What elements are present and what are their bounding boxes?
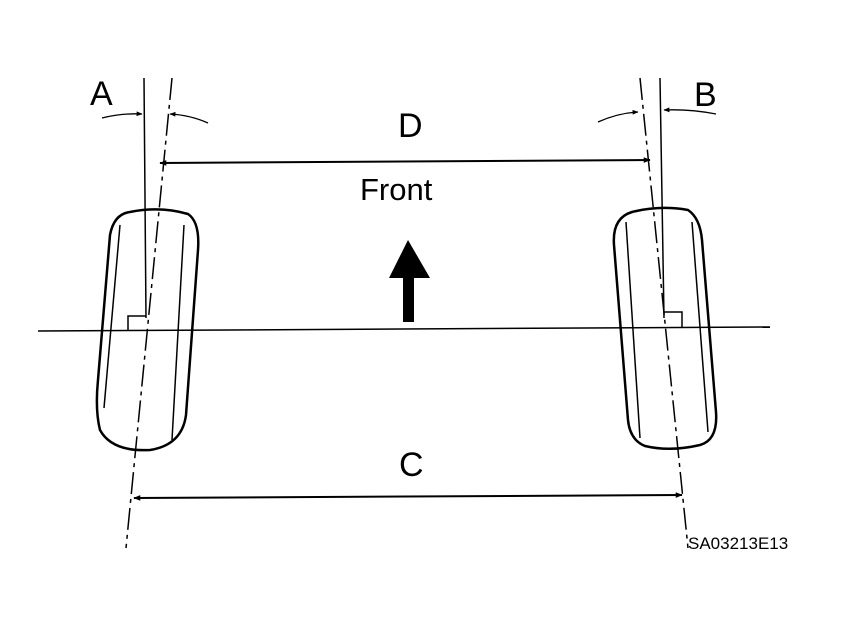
dimension-c-line: [133, 492, 683, 501]
label-b: B: [694, 76, 717, 114]
right-wheel-plane-line: [639, 77, 689, 549]
right-tire-tread-line-2: [691, 221, 709, 433]
left-wheel-plane-line: [125, 77, 173, 549]
left-tire-outline: [95, 208, 200, 452]
figure-code: SA03213E13: [688, 534, 788, 553]
right-right-angle-marker: [664, 311, 683, 328]
right-tire-outline: [612, 206, 718, 450]
label-a: A: [90, 75, 113, 113]
angle-a-arc-right: [169, 111, 209, 124]
axle-centerline: [37, 326, 771, 332]
label-c: C: [399, 446, 424, 484]
left-vertical-reference: [143, 77, 147, 319]
angle-b-arc: [597, 109, 639, 123]
left-tire-tread-line: [103, 224, 121, 409]
left-tire-tread-line-2: [171, 224, 185, 441]
left-wheel: [95, 208, 200, 452]
label-front: Front: [360, 172, 433, 207]
angle-a-arc: [101, 111, 143, 119]
right-wheel: [612, 206, 718, 450]
angle-b-arc-right: [663, 107, 717, 115]
dimension-d-line: [159, 157, 651, 166]
right-tire-tread-line: [625, 221, 641, 439]
left-right-angle-marker: [127, 315, 146, 331]
label-d: D: [398, 107, 423, 145]
right-vertical-reference: [659, 77, 665, 319]
front-arrow-icon: [389, 240, 430, 322]
